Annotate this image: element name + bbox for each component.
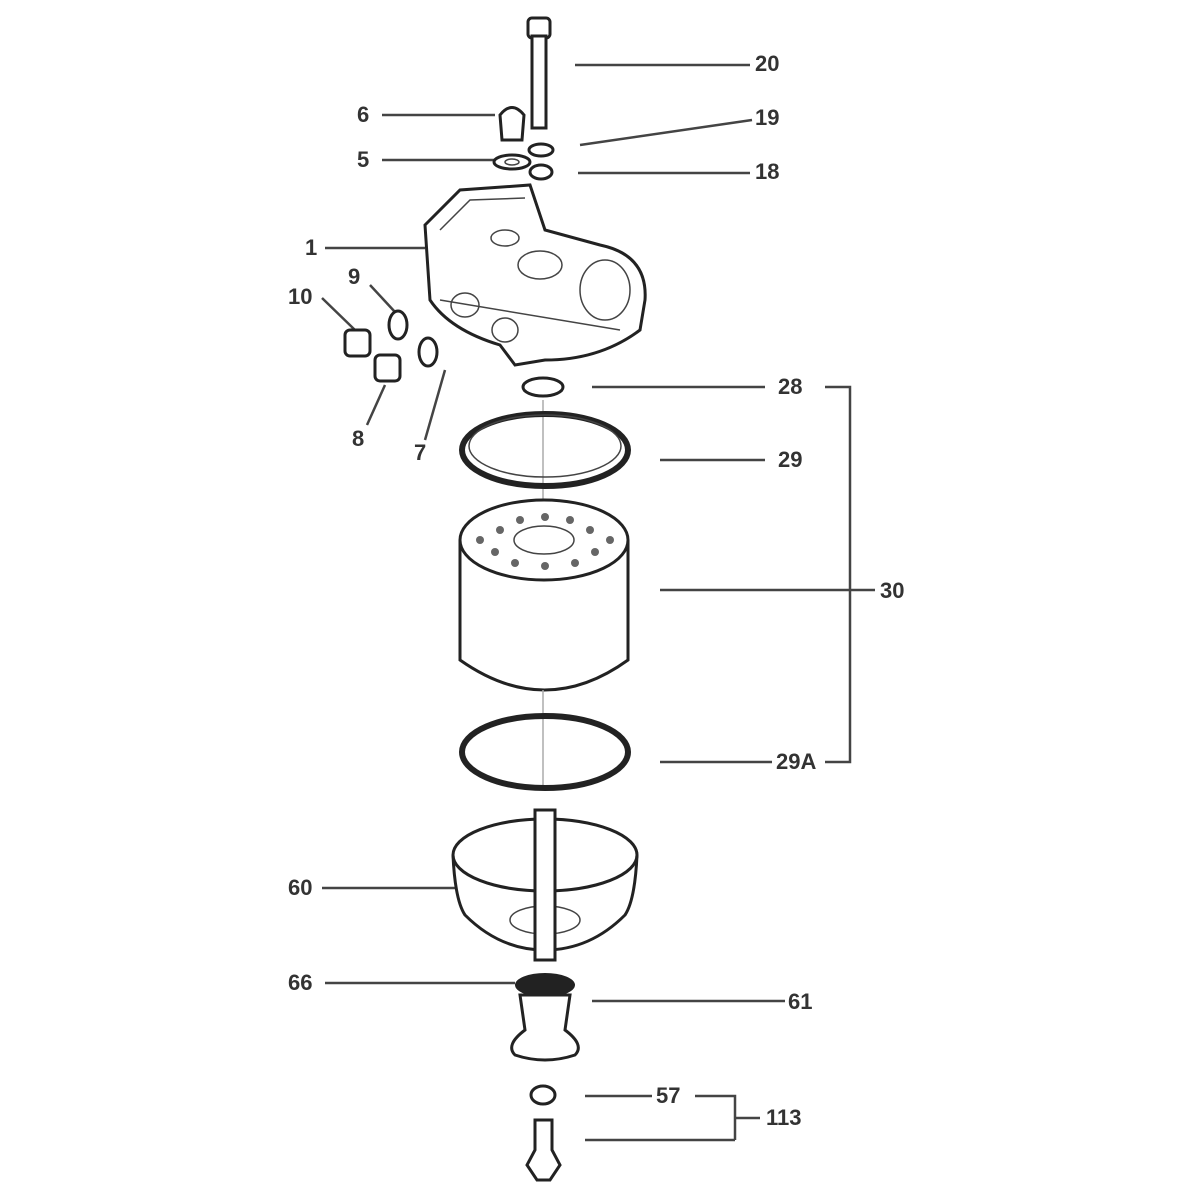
callout-29: 29: [778, 447, 803, 472]
part-seal-29: [459, 411, 631, 489]
callout-1: 1: [305, 235, 318, 260]
leader-lines: [321, 63, 875, 1142]
callout-60: 60: [288, 875, 313, 900]
part-drain: [510, 973, 580, 1182]
part-bowl: [451, 808, 639, 962]
callout-8: 8: [352, 426, 365, 451]
callout-18: 18: [755, 159, 780, 184]
part-filter-head: [423, 183, 647, 367]
callout-19: 19: [755, 105, 780, 130]
callout-9: 9: [348, 264, 361, 289]
callout-57: 57: [656, 1083, 681, 1108]
callout-29a: 29A: [776, 749, 817, 774]
callout-30: 30: [880, 578, 905, 603]
part-plug: [492, 106, 532, 171]
callout-28: 28: [778, 374, 803, 399]
part-fittings: [343, 309, 439, 383]
callout-7: 7: [414, 440, 427, 465]
callout-6: 6: [357, 102, 370, 127]
callout-61: 61: [788, 989, 813, 1014]
part-washer-28: [521, 376, 565, 398]
part-bolt: [526, 16, 555, 181]
callout-113: 113: [766, 1105, 802, 1130]
callout-5: 5: [357, 147, 370, 172]
callout-66: 66: [288, 970, 313, 995]
callout-10: 10: [288, 284, 313, 309]
part-seal-29a: [459, 713, 631, 791]
part-filter-element: [458, 498, 630, 692]
callout-20: 20: [755, 51, 780, 76]
